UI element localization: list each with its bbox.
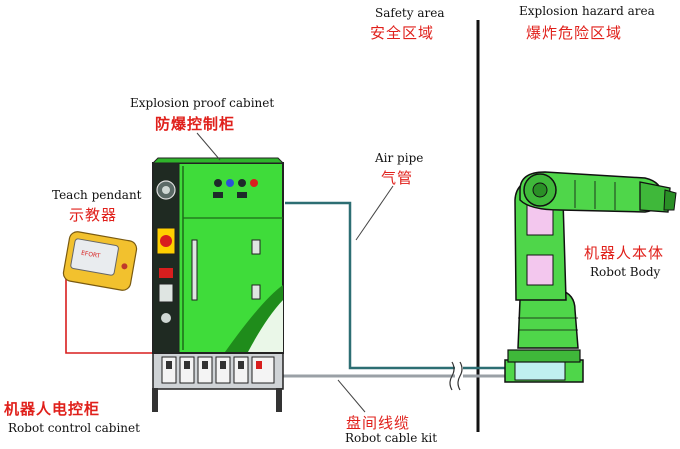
robot-body-drawing bbox=[504, 171, 677, 383]
teach-pendant-label-cn: 示教器 bbox=[69, 206, 118, 224]
hazard-area-label-en: Explosion hazard area bbox=[519, 4, 655, 18]
cabinet-swoosh-light bbox=[248, 300, 283, 352]
teach-pendant-device: EFORT bbox=[62, 231, 138, 291]
safety-area-label-cn: 安全区域 bbox=[370, 24, 435, 42]
cabinet-indicator-row bbox=[213, 179, 258, 198]
cabinet-top bbox=[151, 157, 285, 164]
air-pipe-label-en: Air pipe bbox=[375, 151, 424, 165]
explosion-proof-cabinet-label-cn: 防爆控制柜 bbox=[155, 115, 236, 133]
robot-body-label-cn: 机器人本体 bbox=[584, 244, 665, 262]
explosion-proof-cabinet-label-en: Explosion proof cabinet bbox=[130, 96, 275, 110]
teach-pendant-label-en: Teach pendant bbox=[52, 188, 142, 202]
cabinet-swoosh bbox=[225, 285, 283, 352]
control-cabinet-modules bbox=[161, 356, 275, 384]
air-pipe-line bbox=[285, 201, 455, 370]
break-mark-left bbox=[449, 361, 455, 391]
cabinet-leg-left bbox=[152, 388, 158, 412]
cabinet-leader-line bbox=[196, 132, 221, 161]
robot-control-cabinet-label-en: Robot control cabinet bbox=[8, 421, 140, 435]
robot-cable-kit-label-en: Robot cable kit bbox=[345, 431, 438, 445]
robot-cable-kit-label-cn: 盘间线缆 bbox=[346, 414, 411, 432]
break-mark-right bbox=[457, 361, 463, 391]
svg-text:EFORT: EFORT bbox=[80, 250, 101, 260]
robot-control-cabinet-label-cn: 机器人电控柜 bbox=[4, 400, 101, 418]
safety-area-label-en: Safety area bbox=[375, 6, 445, 20]
air-pipe-label-cn: 气管 bbox=[381, 169, 414, 187]
cabinet-leg-right bbox=[276, 388, 282, 412]
hazard-area-label-cn: 爆炸危险区域 bbox=[526, 24, 623, 42]
robot-body-label-en: Robot Body bbox=[590, 265, 661, 279]
